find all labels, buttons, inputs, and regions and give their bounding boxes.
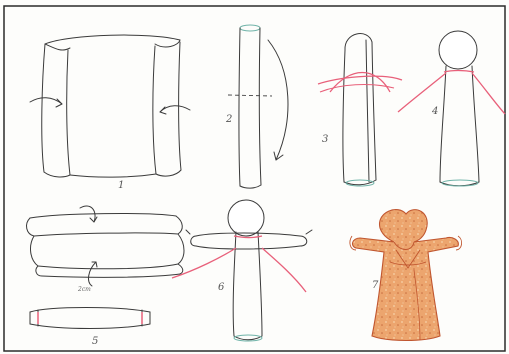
step-6-number: 6 bbox=[218, 282, 225, 293]
step-7-number: 7 bbox=[372, 280, 379, 291]
step-7-finished-doll bbox=[350, 210, 462, 341]
step-4-number: 4 bbox=[431, 106, 438, 117]
step-6-body-with-arms bbox=[172, 200, 312, 341]
step-4-head-formed bbox=[398, 31, 505, 186]
step-2-number: 2 bbox=[225, 114, 232, 125]
step-5-fold-diagram bbox=[27, 206, 184, 286]
step-2-rolled-tube bbox=[228, 25, 288, 188]
step-1-number: 1 bbox=[118, 180, 124, 191]
step-3-number: 3 bbox=[322, 134, 328, 145]
step-5-rolled-arm bbox=[30, 308, 150, 329]
step-1-rolled-cloth bbox=[30, 35, 190, 177]
step-3-folded-tube bbox=[318, 34, 402, 186]
step-5-number: 5 bbox=[92, 336, 98, 347]
fold-width-label: 2cm bbox=[77, 286, 91, 293]
